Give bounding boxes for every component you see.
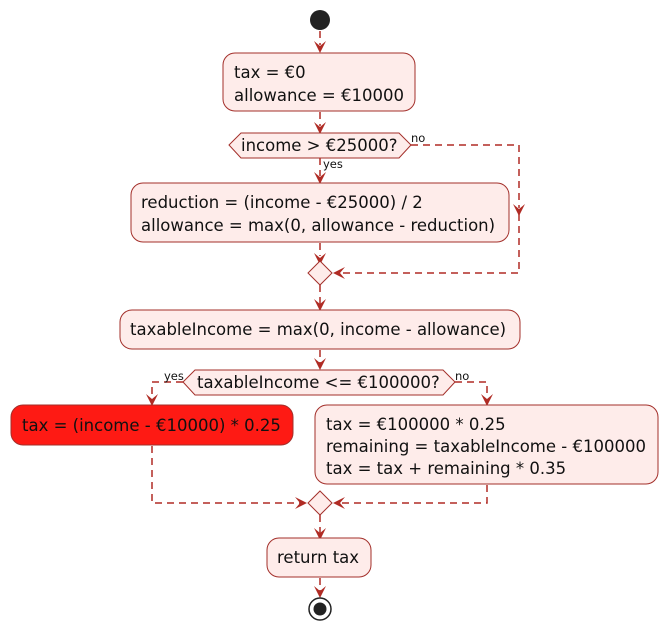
tax-high-action-box (314, 404, 659, 485)
reduction-line-2: allowance = max(0, allowance - reduction… (141, 216, 495, 235)
income-yes-label: yes (323, 157, 343, 171)
tax-high-line-1: tax = €100000 * 0.25 (326, 415, 506, 434)
return-action-box (266, 537, 372, 578)
arrowhead-merge1-right (333, 267, 345, 279)
taxable-decision-hexagon (182, 369, 456, 396)
taxable-no-label: no (455, 369, 469, 383)
arrowhead-merge1-top (314, 253, 326, 265)
init-line-1: tax = €0 (234, 63, 306, 82)
taxable-yes-label: yes (164, 369, 184, 383)
taxable-decision-text: taxableIncome <= €100000? (197, 373, 440, 392)
taxable-action-box (119, 309, 521, 350)
edge-decision1-no (411, 144, 520, 208)
init-action-box (222, 52, 416, 112)
tax-high-line-3: tax = tax + remaining * 0.35 (326, 459, 566, 478)
arrowhead-decision2 (314, 358, 326, 370)
arrowhead-taxable (314, 299, 326, 311)
edge-low-to-merge2 (151, 446, 301, 504)
arrowhead-reduction (314, 172, 326, 184)
arrowhead-no-branch (513, 204, 525, 216)
merge-diamond-2 (307, 490, 333, 516)
arrowhead-init (314, 41, 326, 53)
stop-node (308, 597, 332, 621)
merge-diamond-1 (307, 260, 333, 286)
edges (151, 31, 520, 593)
edge-high-to-merge2 (339, 485, 488, 504)
arrowhead-decision1 (314, 122, 326, 134)
tax-low-text: tax = (income - €10000) * 0.25 (22, 416, 281, 435)
arrowhead-tax-low (146, 394, 158, 406)
reduction-line-1: reduction = (income - €25000) / 2 (141, 193, 423, 212)
income-no-label: no (411, 131, 425, 145)
reduction-action-box (130, 182, 510, 243)
arrowhead-merge2-right (333, 497, 345, 509)
edge-decision2-no (455, 381, 488, 398)
arrowheads (146, 41, 525, 598)
tax-low-action-box (10, 404, 294, 446)
tax-high-line-2: remaining = taxableIncome - €100000 (326, 437, 646, 456)
init-line-2: allowance = €10000 (234, 86, 404, 105)
taxable-text: taxableIncome = max(0, income - allowanc… (130, 320, 506, 339)
arrowhead-merge2-left (295, 497, 307, 509)
income-decision-hexagon (228, 132, 412, 159)
edge-decision2-yes (151, 381, 183, 398)
start-node (310, 10, 330, 30)
arrowhead-tax-high (481, 394, 493, 406)
arrowhead-return (314, 528, 326, 540)
income-decision-text: income > €25000? (241, 136, 398, 155)
arrowhead-stop (314, 586, 326, 598)
return-text: return tax (277, 548, 359, 567)
